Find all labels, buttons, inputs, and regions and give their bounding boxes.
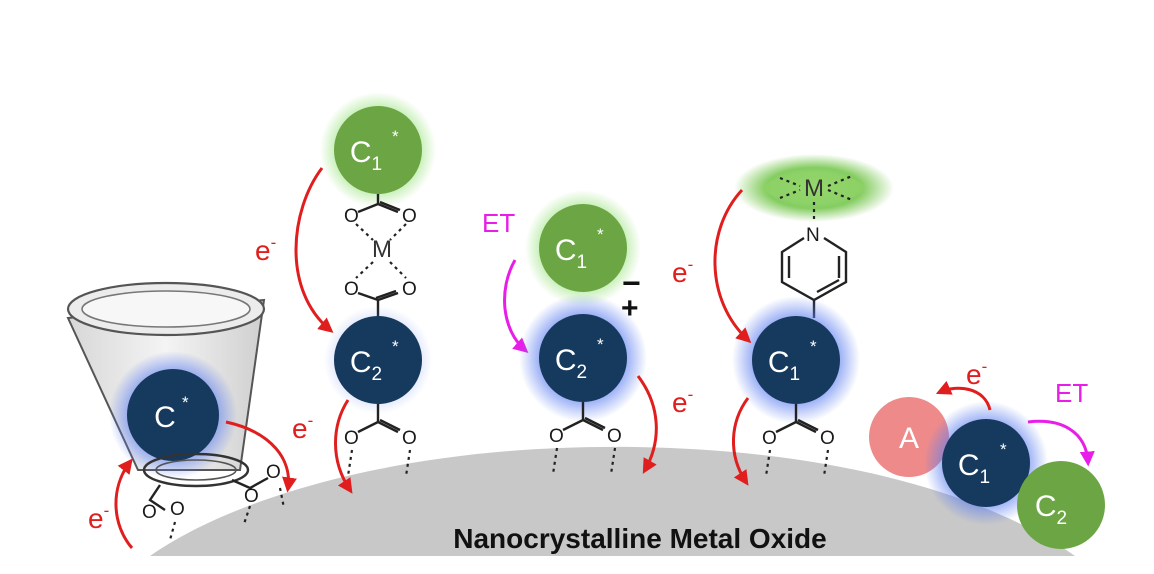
metal-center: M (804, 175, 824, 202)
dye-c1 (539, 204, 627, 292)
oxygen-atom: O (762, 428, 777, 449)
dye-c1-label: C1 (768, 346, 800, 385)
dye-c-star: * (182, 393, 189, 412)
dye-c1-star: * (810, 337, 817, 356)
dye-c1 (942, 419, 1030, 507)
oxygen-atom: O (344, 279, 359, 300)
energy-transfer-label: ET (1055, 378, 1088, 408)
energy-transfer-label: ET (482, 208, 515, 238)
oxygen-atom: O (244, 486, 259, 507)
electron-injection-arrow (732, 397, 750, 486)
dye-c2-label: C2 (1035, 490, 1067, 529)
electron-label: e- (255, 233, 276, 266)
dye-c1-label: C1 (350, 136, 382, 175)
panel-energy-transfer-dyad: ET C1 * − + C2 * O O e- (482, 190, 693, 475)
dye-c2 (1017, 461, 1105, 549)
cup-bottom-ring (142, 452, 250, 488)
electron-label: e- (88, 501, 109, 534)
oxygen-atom: O (344, 428, 359, 449)
panel-metal-linked-dyad: C1 * O O M O O C2 * O O e- (255, 92, 436, 494)
dye-c1-star: * (1000, 440, 1007, 459)
energy-transfer-arrow (1027, 419, 1095, 467)
dye-c1 (752, 316, 840, 404)
oxygen-atom: O (142, 502, 157, 523)
oxygen-atom: O (607, 426, 622, 447)
metal-oxide-surface (150, 446, 1075, 556)
oxygen-atom: O (402, 279, 417, 300)
oxygen-atom: O (266, 462, 281, 483)
electron-label: e- (292, 411, 313, 444)
metal-center: M (372, 236, 392, 263)
dye-c1-star: * (392, 127, 399, 146)
electron-injection-arrow (334, 399, 353, 494)
electron-transfer-arrow (935, 380, 992, 411)
electron-transfer-arrow (294, 167, 334, 333)
electron-label: e- (966, 357, 987, 390)
dye-c2-label: C2 (350, 346, 382, 385)
dye-c1 (334, 106, 422, 194)
electron-recombination-arrow (114, 458, 134, 549)
dye-c1-label: C1 (958, 449, 990, 488)
dye-c2 (334, 316, 422, 404)
oxygen-atom: O (820, 428, 835, 449)
substrate-label: Nanocrystalline Metal Oxide (453, 523, 826, 554)
dye-c2-star: * (392, 337, 399, 356)
electron-label: e- (672, 255, 693, 288)
dye-c (127, 369, 219, 461)
dye-c1-star: * (597, 225, 604, 244)
dye-c2-star: * (597, 335, 604, 354)
pyridine-ring (780, 236, 848, 302)
panel-pyridyl-metal-complex: M N C1 * O O e- (672, 154, 894, 486)
oxygen-atom: O (402, 428, 417, 449)
oxygen-atom: O (344, 206, 359, 227)
acceptor-a-label: A (899, 422, 919, 455)
panel-triad: A C1 * C2 e- ET (869, 357, 1105, 549)
dye-c1-label: C1 (555, 234, 587, 273)
cup-rim-inner (81, 290, 251, 328)
dye-c2 (539, 314, 627, 402)
energy-transfer-arrow (503, 259, 529, 353)
minus-charge: − (622, 265, 641, 301)
oxygen-atom: O (170, 499, 185, 520)
nitrogen-atom: N (806, 225, 820, 246)
electron-injection-arrow (636, 375, 658, 474)
electron-transfer-arrow (713, 188, 752, 344)
electron-injection-arrow (225, 420, 297, 493)
cup-bottom-ring-inner (155, 459, 237, 481)
dye-c-label: C (154, 401, 176, 434)
oxygen-atom: O (549, 426, 564, 447)
electron-label: e- (672, 385, 693, 418)
dye-c2-label: C2 (555, 344, 587, 383)
oxygen-atom: O (402, 206, 417, 227)
panel-host-guest: C * O O O O e- e- (66, 281, 313, 549)
